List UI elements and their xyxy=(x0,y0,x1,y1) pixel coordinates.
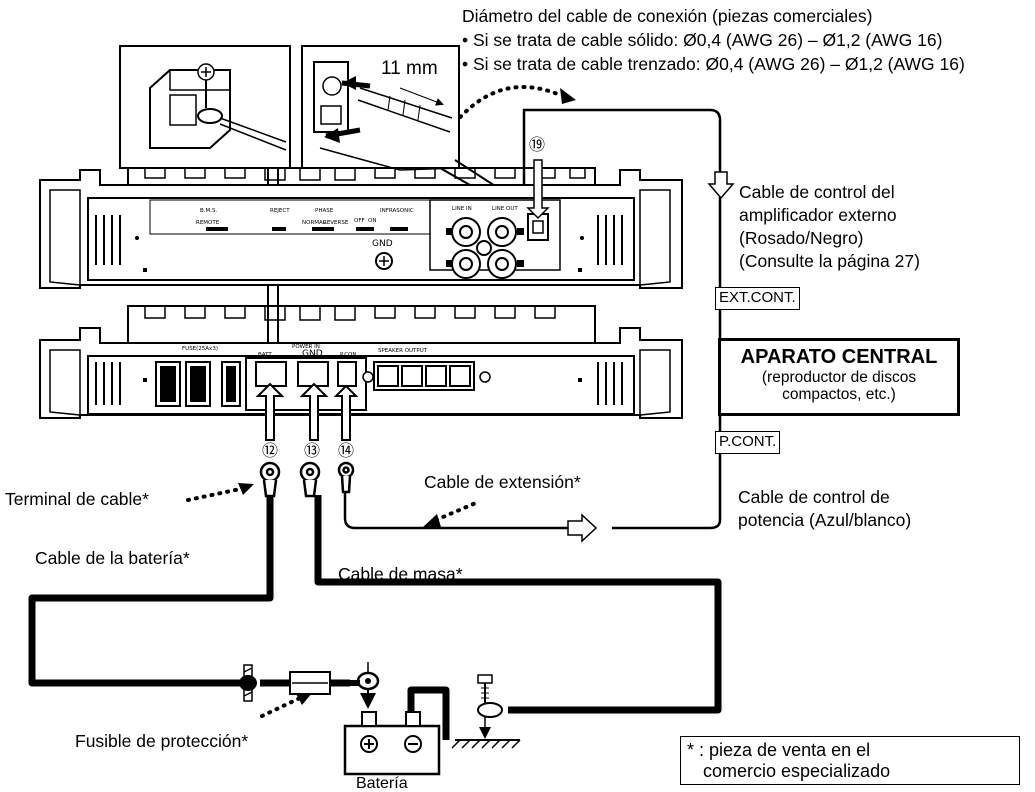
footnote-line2: comercio especializado xyxy=(703,760,891,781)
step-13: ⑬ xyxy=(304,441,320,460)
amplifier-top-view: B.M.S. REJECT PHASE INFRASONIC LINE IN L… xyxy=(39,167,683,289)
footnote-box: * : pieza de venta en el comercio especi… xyxy=(680,736,1020,786)
ext-cable-line4: (Consulte la página 27) xyxy=(739,251,920,271)
head-unit-sub2: compactos, etc.) xyxy=(782,386,896,404)
step-19: ⑲ xyxy=(529,135,545,154)
flow-arrow-down xyxy=(707,171,735,200)
footnote-line1: * : pieza de venta en el xyxy=(687,740,871,760)
power-in-label: POWER IN xyxy=(292,344,320,350)
ground-cable-label: Cable de masa* xyxy=(338,564,463,584)
screw-terminal-inset xyxy=(119,45,291,169)
phase-label: PHASE xyxy=(315,208,334,214)
head-unit-sub1: (reproductor de discos xyxy=(761,369,917,386)
terminal-arrows xyxy=(255,382,359,441)
line-out-label: LINE OUT xyxy=(492,206,518,212)
dotted-pointers xyxy=(186,85,562,718)
gnd-power-label: GND xyxy=(302,349,323,359)
ring-terminals xyxy=(259,461,355,498)
ext-cable-line2: amplificador externo xyxy=(739,205,897,225)
ext-cont-arrow xyxy=(526,159,550,220)
battery-label: Batería xyxy=(356,775,408,792)
ext-cont-label: EXT.CONT. xyxy=(715,287,800,310)
step-numbers: ⑫ ⑬ ⑭ ⑲ xyxy=(262,135,545,460)
strip-length-label: 11 mm xyxy=(381,58,438,80)
head-unit-title: APARATO CENTRAL xyxy=(740,346,938,368)
battery-ground-lead xyxy=(407,686,450,740)
infrasonic-label: INFRASONIC xyxy=(380,208,414,214)
off-label: OFF xyxy=(354,218,365,224)
battery-cable xyxy=(28,495,350,687)
normal-label: NORMAL xyxy=(302,220,327,226)
battery-cable-label: Cable de la batería* xyxy=(35,548,190,568)
reject-label: REJECT xyxy=(270,208,290,214)
fuse-rating-label: FUSE(25Ax3) xyxy=(182,346,218,352)
fuses xyxy=(155,361,241,407)
stranded-cable-spec: • Si se trata de cable trenzado: Ø0,4 (A… xyxy=(462,54,965,74)
step-14: ⑭ xyxy=(338,441,354,460)
step-12: ⑫ xyxy=(262,441,278,460)
speaker-output-label: SPEAKER OUTPUT xyxy=(378,348,428,354)
head-unit-box: APARATO CENTRAL (reproductor de discos c… xyxy=(718,338,960,416)
protection-fuse-label: Fusible de protección* xyxy=(75,731,249,751)
ext-cable-line3: (Rosado/Negro) xyxy=(739,228,864,248)
pcon-label: P.CON xyxy=(340,352,357,358)
speaker-terminals xyxy=(373,361,475,391)
solid-cable-spec: • Si se trata de cable sólido: Ø0,4 (AWG… xyxy=(462,30,943,50)
batt-label: BATT. xyxy=(258,352,273,358)
gnd-top-label: GND xyxy=(372,239,393,249)
switches xyxy=(206,227,408,231)
remote-label: REMOTE xyxy=(196,220,220,226)
ground-cable xyxy=(314,495,722,714)
p-cont-label: P.CONT. xyxy=(715,431,781,454)
bms-label: B.M.S. xyxy=(200,208,218,214)
on-label: ON xyxy=(368,218,376,224)
cable-diameter-heading: Diámetro del cable de conexión (piezas c… xyxy=(462,6,873,26)
power-terminals xyxy=(255,361,357,387)
line-in-label: LINE IN xyxy=(452,206,472,212)
ext-cable-line1: Cable de control del xyxy=(739,182,895,202)
ground-bolt xyxy=(451,674,521,749)
reverse-label: REVERSE xyxy=(323,220,349,226)
fuse-holder xyxy=(239,662,380,709)
power-cable-line1: Cable de control de xyxy=(738,487,890,507)
extension-cable-label: Cable de extensión* xyxy=(424,472,581,492)
flow-arrow-right xyxy=(567,513,598,543)
cable-terminal-label: Terminal de cable* xyxy=(5,489,149,509)
control-cables xyxy=(343,108,722,530)
battery-icon xyxy=(343,711,441,776)
amplifier-bottom-view: FUSE(25Ax3) BATT. POWER IN GND P.CON SPE… xyxy=(39,305,683,419)
rca-jacks xyxy=(451,217,517,279)
power-cable-line2: potencia (Azul/blanco) xyxy=(738,510,912,530)
